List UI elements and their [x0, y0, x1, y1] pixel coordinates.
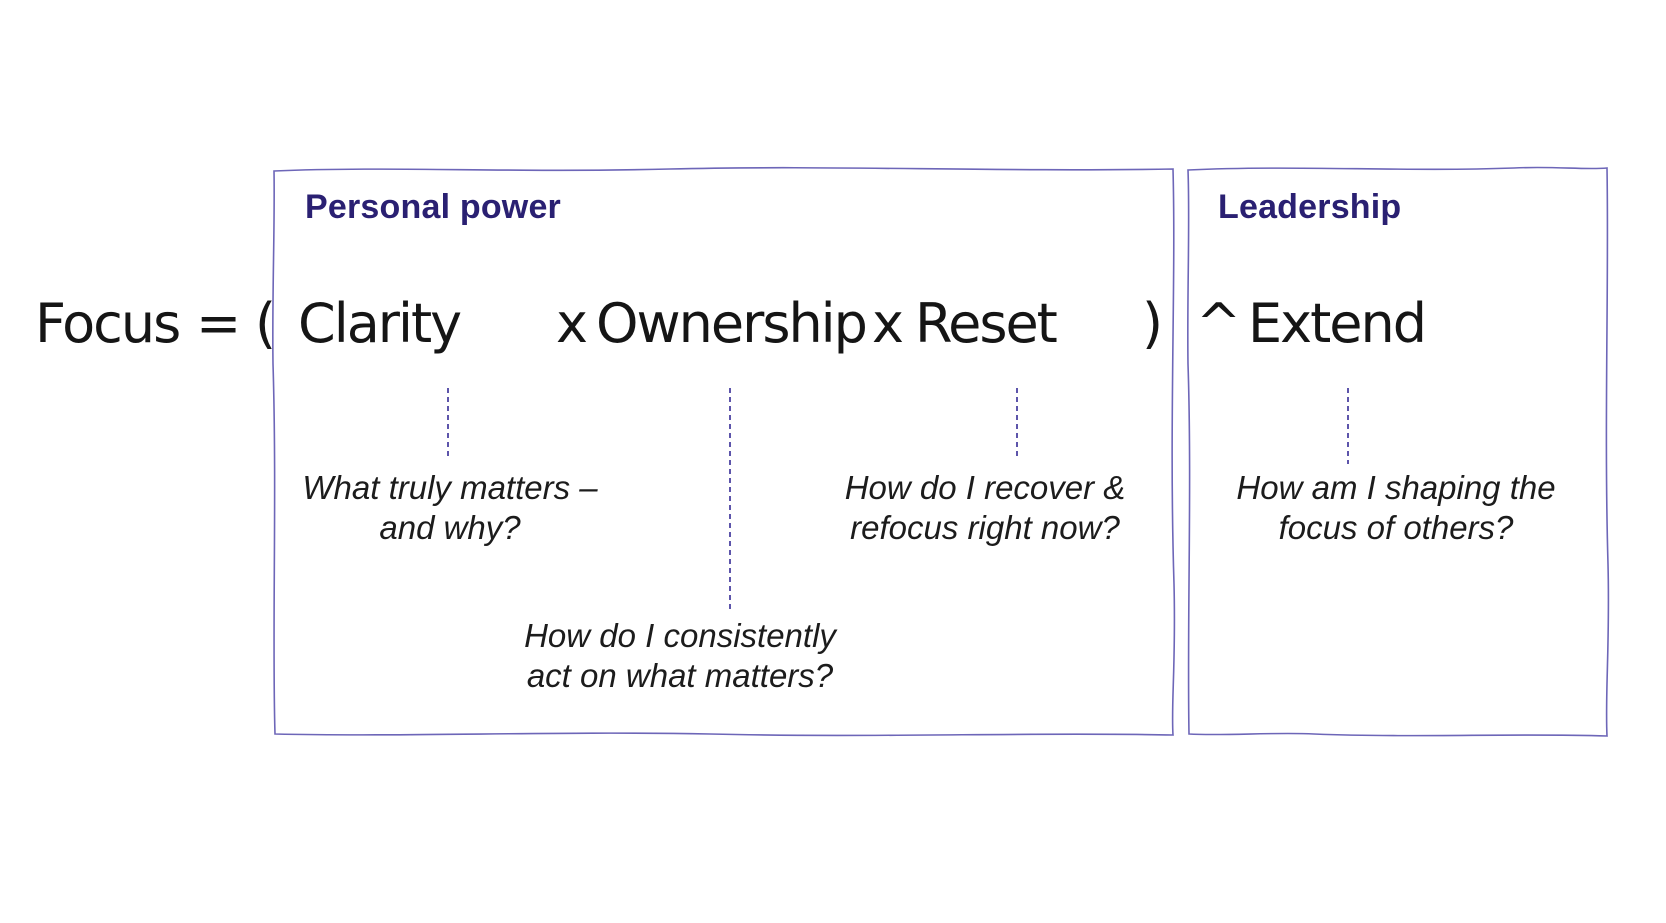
formula-close-paren: ): [1142, 292, 1163, 355]
formula-term-extend: Extend: [1248, 292, 1427, 355]
leadership-heading: Leadership: [1218, 188, 1402, 226]
reset-annotation-line1: How do I recover &: [844, 469, 1126, 506]
ownership-annotation-line2: act on what matters?: [526, 657, 834, 694]
extend-annotation: How am I shaping the focus of others?: [1190, 468, 1602, 548]
ownership-connector-line: [729, 388, 731, 612]
extend-annotation-line1: How am I shaping the: [1236, 469, 1556, 506]
clarity-annotation: What truly matters – and why?: [250, 468, 650, 548]
ownership-annotation-line1: How do I consistently: [524, 617, 836, 654]
clarity-annotation-line1: What truly matters –: [302, 469, 598, 506]
formula-caret-sign: ^: [1196, 292, 1241, 355]
reset-connector-line: [1016, 388, 1018, 458]
formula-term-reset: Reset: [915, 292, 1058, 355]
personal-power-heading: Personal power: [305, 188, 561, 226]
extend-connector-line: [1347, 388, 1349, 464]
formula-lhs: Focus: [35, 292, 181, 355]
formula-term-ownership: Ownership: [596, 292, 868, 355]
formula-term-clarity: Clarity: [298, 292, 462, 355]
clarity-connector-line: [447, 388, 449, 458]
formula-times-sign-1: x: [556, 292, 588, 355]
clarity-annotation-line2: and why?: [379, 509, 521, 546]
formula-times-sign-2: x: [872, 292, 904, 355]
ownership-annotation: How do I consistently act on what matter…: [480, 616, 880, 696]
reset-annotation: How do I recover & refocus right now?: [785, 468, 1185, 548]
formula-equals-sign: =: [196, 292, 241, 355]
reset-annotation-line2: refocus right now?: [850, 509, 1120, 546]
formula-open-paren: (: [255, 292, 276, 355]
extend-annotation-line2: focus of others?: [1278, 509, 1514, 546]
